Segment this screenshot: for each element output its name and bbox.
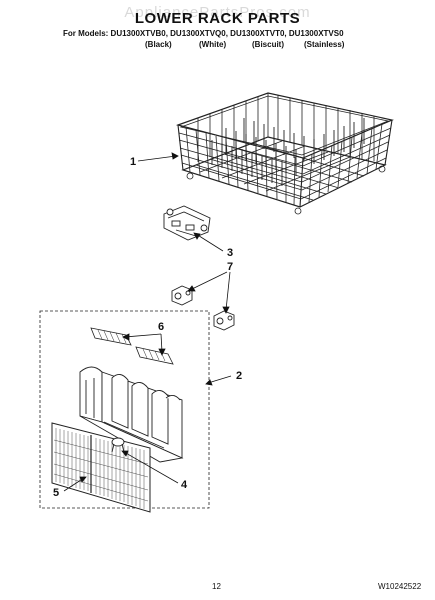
watermark: AppliancePartsPros.com (124, 4, 311, 21)
basket-cover-drawing (51, 422, 151, 513)
finish-stainless: (Stainless) (304, 40, 345, 49)
page-title: LOWER RACK PARTS (134, 10, 301, 27)
callout-6: 6 (158, 321, 165, 333)
finish-biscuit: (Biscuit) (252, 40, 284, 49)
document-number: W10242522 (378, 582, 422, 591)
basket-lid-drawing (90, 327, 174, 365)
lower-rack-drawing (175, 92, 394, 215)
callout-5: 5 (53, 487, 60, 499)
basket-assembly-box (39, 310, 210, 509)
callout-3: 3 (227, 247, 234, 259)
finish-black: (Black) (145, 40, 172, 49)
leader-lines (63, 152, 232, 492)
basket-handle-drawing (111, 437, 125, 453)
wheel-bracket-drawing (163, 205, 211, 241)
page-number: 12 (212, 582, 221, 591)
models-line: For Models: DU1300XTVB0, DU1300XTVQ0, DU… (63, 29, 344, 38)
callout-7: 7 (227, 261, 234, 273)
callout-1: 1 (130, 156, 137, 168)
callout-4: 4 (181, 479, 188, 491)
callout-2: 2 (236, 370, 243, 382)
finish-white: (White) (199, 40, 227, 49)
wheel-assembly-drawing (171, 285, 235, 331)
silverware-basket-drawing (79, 366, 184, 463)
